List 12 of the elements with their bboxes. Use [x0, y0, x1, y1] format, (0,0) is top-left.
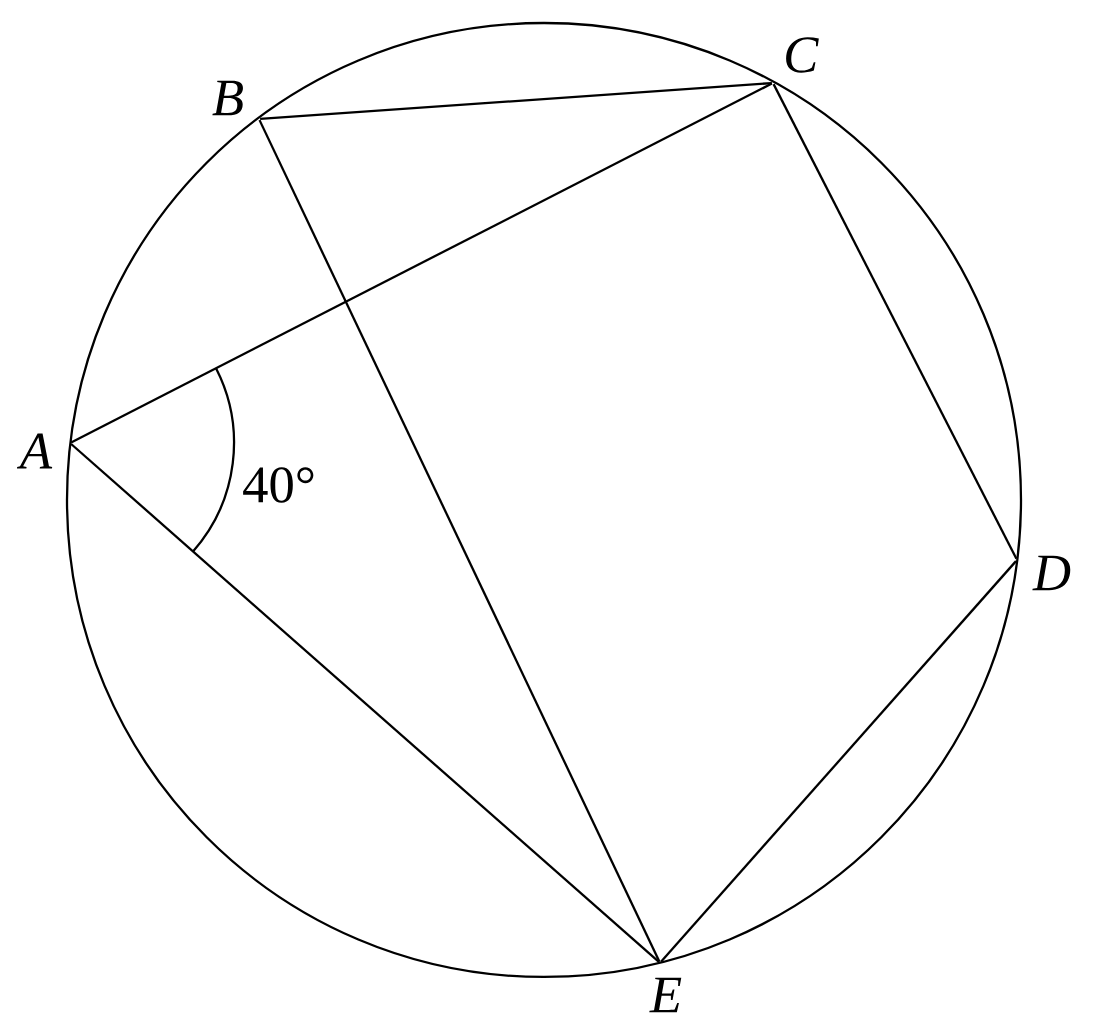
line-segment	[70, 82, 773, 444]
line-segment	[660, 560, 1017, 963]
line-segment	[772, 83, 1018, 560]
point-label: A	[16, 433, 53, 469]
angle-label: 40°	[243, 467, 314, 503]
line-segment	[70, 443, 660, 963]
point-label: D	[1032, 555, 1071, 591]
line-segment	[258, 119, 661, 963]
point-label: B	[212, 80, 243, 116]
line-segment	[260, 81, 772, 121]
point-label: E	[649, 977, 682, 1013]
point-label: C	[786, 37, 819, 73]
